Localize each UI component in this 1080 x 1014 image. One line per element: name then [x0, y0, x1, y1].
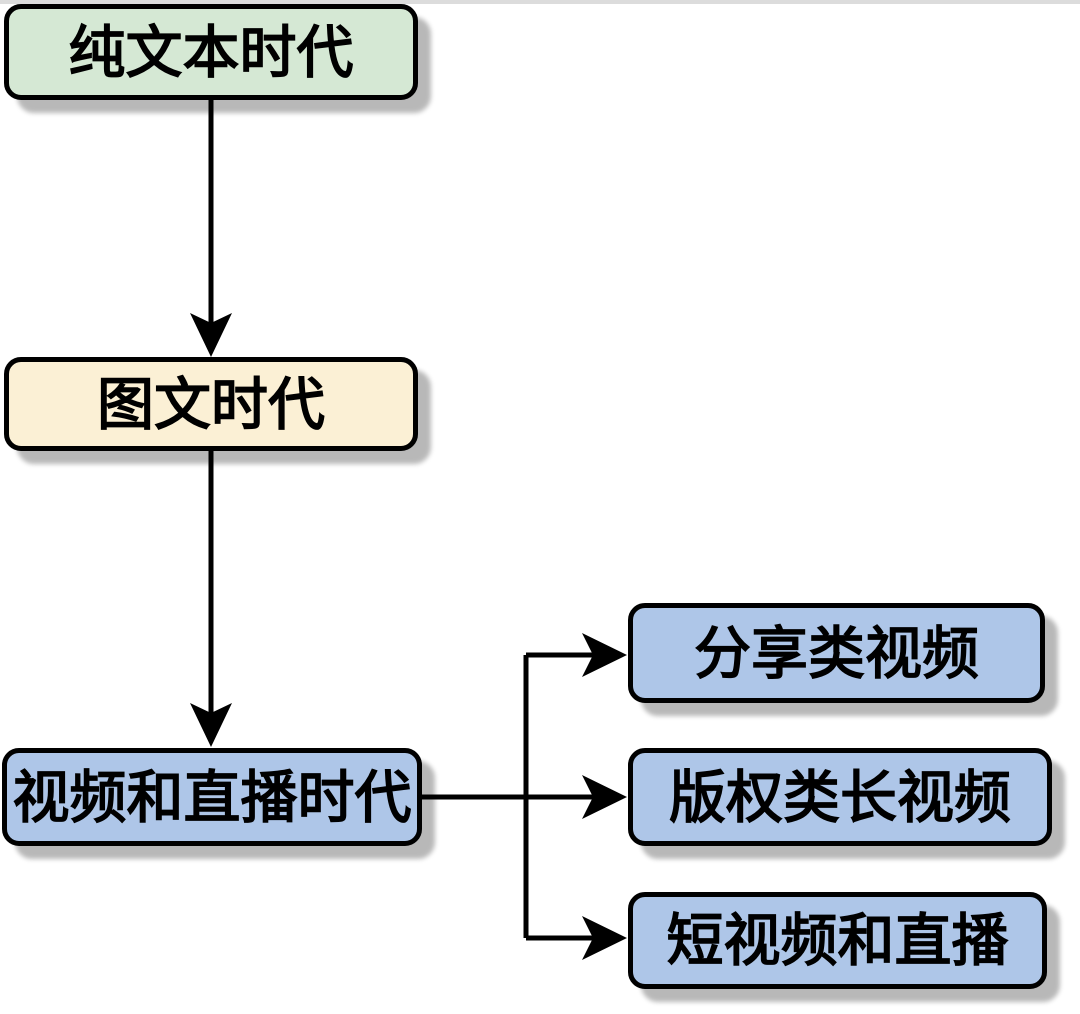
node-pure-text-era-label: 纯文本时代 [68, 19, 354, 86]
node-video-live-era: 视频和直播时代 [2, 748, 422, 846]
page-top-border [0, 0, 1080, 4]
edge-head-to-sharing-videos [582, 633, 627, 677]
node-sharing-videos: 分享类视频 [628, 603, 1045, 703]
node-short-video-and-live: 短视频和直播 [628, 892, 1047, 989]
node-video-live-era-label: 视频和直播时代 [12, 764, 412, 831]
node-sharing-videos-label: 分享类视频 [694, 620, 979, 687]
node-copyright-long-videos: 版权类长视频 [628, 748, 1052, 846]
edge-head-to-copyright-long-videos [582, 775, 627, 819]
edge-image-text-to-video-live [190, 450, 232, 747]
node-short-video-and-live-label: 短视频和直播 [666, 908, 1009, 974]
node-copyright-long-videos-label: 版权类长视频 [669, 764, 1011, 831]
edge-head-to-short-video-and-live [582, 916, 627, 960]
node-pure-text-era: 纯文本时代 [4, 4, 418, 100]
edge-pure-text-to-image-text [190, 100, 232, 357]
node-image-text-era-label: 图文时代 [97, 371, 325, 438]
node-image-text-era: 图文时代 [4, 357, 418, 451]
edge-video-live-branch-trunk [422, 652, 594, 941]
